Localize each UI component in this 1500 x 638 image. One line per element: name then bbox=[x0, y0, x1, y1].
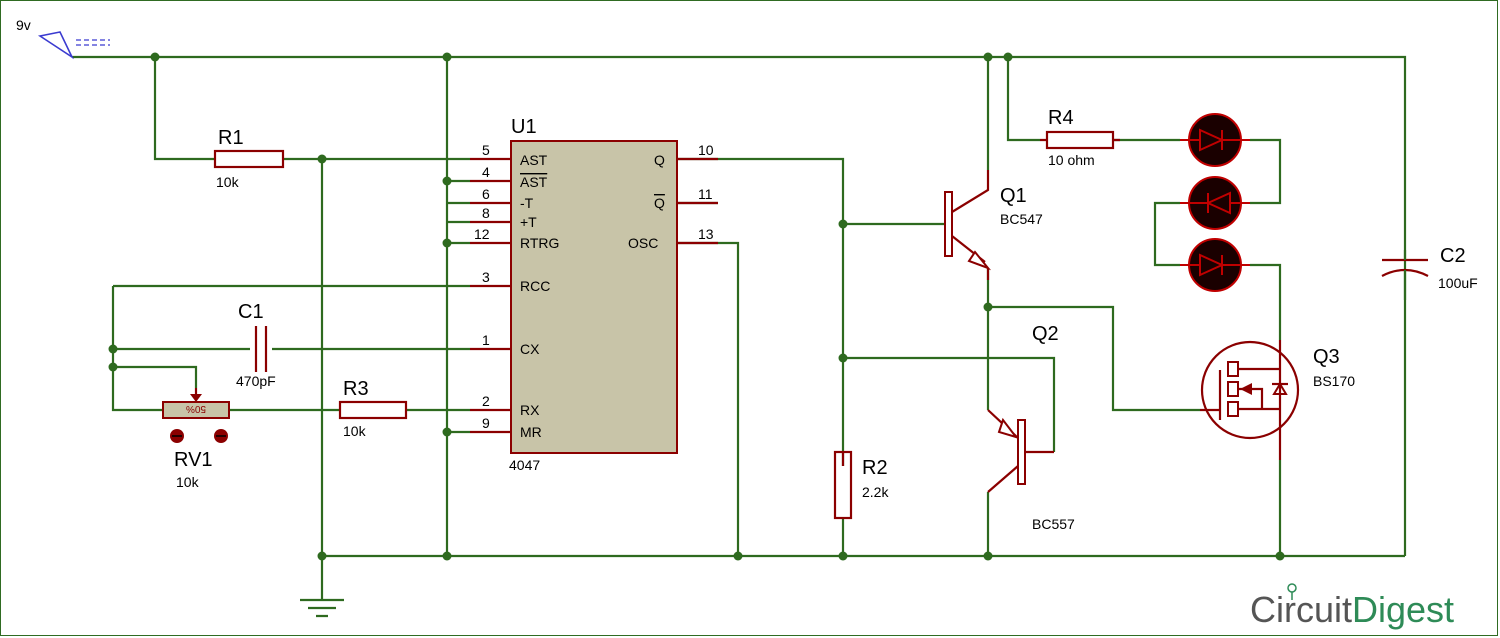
pin-num-2: 2 bbox=[482, 393, 490, 409]
pin-name-q-bar: Q bbox=[654, 195, 665, 211]
q3-value: BS170 bbox=[1313, 373, 1355, 389]
potentiometer-rv1: 50% RV1 10k bbox=[162, 388, 230, 490]
pin-name-osc: OSC bbox=[628, 235, 658, 251]
resistor-r4: R4 10 ohm bbox=[1040, 107, 1120, 168]
wires bbox=[72, 55, 1407, 600]
supply-label: 9v bbox=[16, 17, 31, 33]
pin-name-cx: CX bbox=[520, 341, 540, 357]
ic-u1: U1 4047 5 4 6 8 12 3 1 2 9 AST AST -T +T… bbox=[470, 116, 718, 473]
pin-name-ast-bar: AST bbox=[520, 174, 548, 190]
r2-ref: R2 bbox=[862, 457, 888, 479]
pin-num-1: 1 bbox=[482, 332, 490, 348]
pin-num-9: 9 bbox=[482, 415, 490, 431]
brand-text: CircuitDigest bbox=[1250, 589, 1454, 630]
transistor-q1: Q1 BC547 bbox=[944, 170, 1043, 280]
pin-name-plus-t: +T bbox=[520, 214, 537, 230]
resistor-r1: R1 10k bbox=[213, 127, 285, 190]
circuitdigest-logo: CircuitDigest bbox=[1250, 583, 1454, 630]
pin-num-4: 4 bbox=[482, 164, 490, 180]
ic-ref: U1 bbox=[511, 116, 537, 138]
pin-name-ast: AST bbox=[520, 152, 548, 168]
transistor-q2: Q2 BC557 bbox=[987, 323, 1075, 532]
c1-value: 470pF bbox=[236, 373, 276, 389]
r3-value: 10k bbox=[343, 423, 367, 439]
resistor-r2: R2 2.2k bbox=[833, 450, 889, 520]
r1-ref: R1 bbox=[218, 127, 244, 149]
r3-ref: R3 bbox=[343, 378, 369, 400]
pin-num-10: 10 bbox=[698, 142, 714, 158]
led-2 bbox=[1180, 176, 1250, 230]
resistor-r3: R3 10k bbox=[338, 378, 408, 439]
led-3 bbox=[1180, 238, 1250, 292]
r2-value: 2.2k bbox=[862, 484, 889, 500]
q2-value: BC557 bbox=[1032, 516, 1075, 532]
mosfet-q3: Q3 BS170 bbox=[1200, 340, 1355, 460]
junction-dots bbox=[108, 52, 1285, 561]
pin-name-rtrg: RTRG bbox=[520, 235, 559, 251]
c2-ref: C2 bbox=[1440, 245, 1466, 267]
r4-ref: R4 bbox=[1048, 107, 1074, 129]
pin-num-12: 12 bbox=[474, 226, 490, 242]
q1-value: BC547 bbox=[1000, 211, 1043, 227]
pin-name-rcc: RCC bbox=[520, 278, 550, 294]
power-terminal: 9v bbox=[16, 17, 110, 60]
pin-name-rx: RX bbox=[520, 402, 540, 418]
r4-value: 10 ohm bbox=[1048, 152, 1095, 168]
led-1 bbox=[1180, 113, 1250, 167]
ic-part: 4047 bbox=[509, 457, 540, 473]
pin-name-q: Q bbox=[654, 152, 665, 168]
q1-ref: Q1 bbox=[1000, 185, 1027, 207]
q3-ref: Q3 bbox=[1313, 346, 1340, 368]
pin-name-minus-t: -T bbox=[520, 195, 534, 211]
rv1-ref: RV1 bbox=[174, 449, 213, 471]
pin-num-11: 11 bbox=[698, 186, 713, 202]
pin-num-5: 5 bbox=[482, 142, 490, 158]
rv1-wiper: 50% bbox=[186, 403, 206, 414]
capacitor-c1: C1 470pF bbox=[236, 301, 276, 389]
pin-num-8: 8 bbox=[482, 205, 490, 221]
q2-ref: Q2 bbox=[1032, 323, 1059, 345]
pin-name-mr: MR bbox=[520, 424, 542, 440]
rv1-value: 10k bbox=[176, 474, 200, 490]
pin-num-3: 3 bbox=[482, 269, 490, 285]
pin-num-6: 6 bbox=[482, 186, 490, 202]
c2-value: 100uF bbox=[1438, 275, 1478, 291]
c1-ref: C1 bbox=[238, 301, 264, 323]
pin-num-13: 13 bbox=[698, 226, 714, 242]
capacitor-c2: C2 100uF bbox=[1381, 245, 1478, 300]
ground-symbol bbox=[300, 598, 344, 618]
r1-value: 10k bbox=[216, 174, 240, 190]
